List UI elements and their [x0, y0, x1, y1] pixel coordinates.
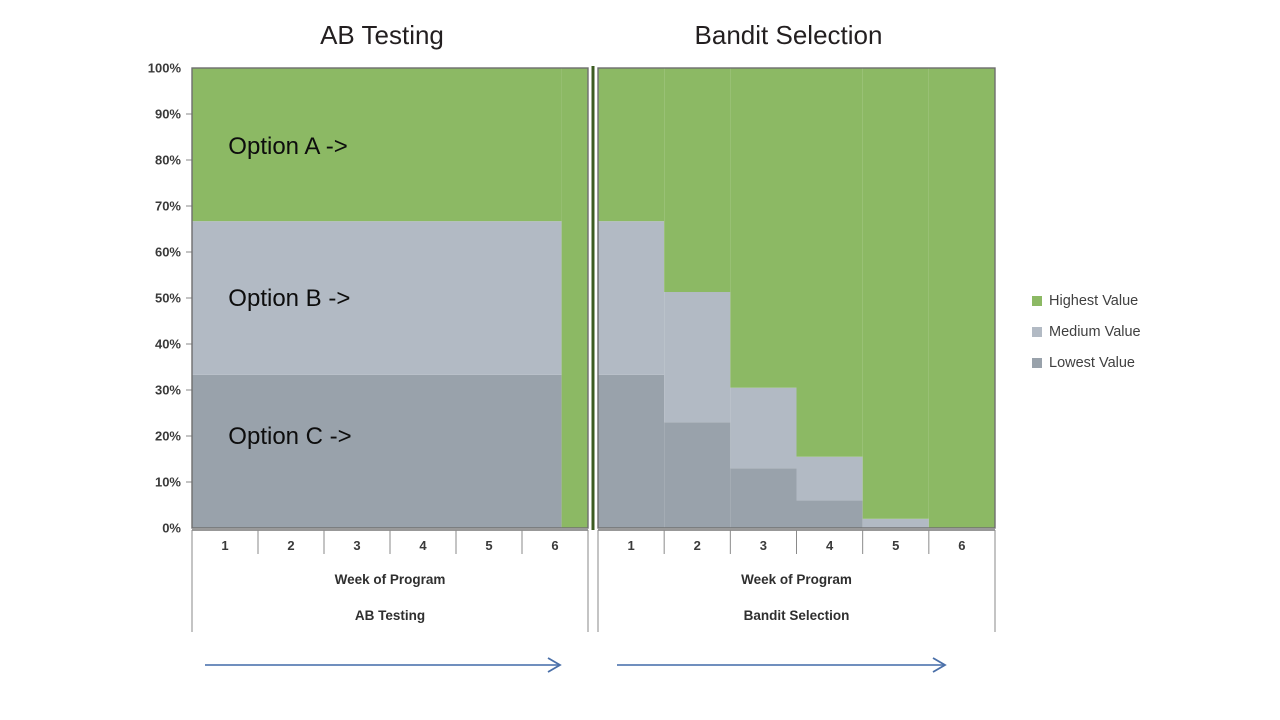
flow-arrow-bandit_selection [617, 657, 947, 673]
y-axis-tick-label: 50% [155, 291, 181, 306]
y-axis-tick-label: 20% [155, 429, 181, 444]
area-segment-highest [928, 68, 995, 528]
x-axis-tick-label: 5 [485, 538, 492, 553]
x-axis-tick-label: 2 [694, 538, 701, 553]
area-segment-medium [862, 518, 929, 528]
y-axis-tick-label: 80% [155, 153, 181, 168]
plot-area-border [191, 67, 589, 529]
area-segment-highest [664, 68, 731, 293]
flow-arrow-ab_testing [205, 657, 562, 673]
legend-item[interactable]: Highest Value [1032, 293, 1138, 309]
flow-arrow-group [205, 657, 947, 673]
x-axis-tick-label: 3 [760, 538, 767, 553]
y-axis-tick-label: 10% [155, 475, 181, 490]
series-annotation: Option C -> [228, 423, 351, 450]
x-axis-tick-label: 2 [287, 538, 294, 553]
area-segment-lowest [730, 468, 797, 528]
panel-title-bandit_selection: Bandit Selection [695, 20, 883, 50]
legend-label: Lowest Value [1049, 355, 1135, 371]
area-segment-lowest [192, 374, 562, 528]
area-segment-medium [730, 387, 797, 469]
y-axis-tick-label: 60% [155, 245, 181, 260]
x-axis-tick-label: 6 [958, 538, 965, 553]
legend-swatch [1032, 327, 1042, 337]
area-segment-lowest [796, 500, 863, 528]
area-segment-highest [561, 68, 588, 528]
area-segment-highest [796, 68, 863, 457]
y-axis-tick-label: 30% [155, 383, 181, 398]
series-annotation: Option A -> [228, 133, 347, 160]
x-axis-subtitle-ab_testing: AB Testing [355, 608, 425, 623]
x-axis-title-ab_testing: Week of Program [335, 572, 446, 587]
area-segment-highest [730, 68, 797, 388]
area-segment-highest [192, 68, 562, 222]
area-segment-lowest [598, 374, 665, 528]
x-axis-tick-label: 6 [551, 538, 558, 553]
y-axis-tick-label: 100% [148, 61, 182, 76]
flow-arrow-head-icon [932, 657, 947, 673]
area-segment-lowest [664, 422, 731, 528]
legend-item[interactable]: Medium Value [1032, 324, 1141, 340]
area-segment-medium [664, 292, 731, 423]
y-axis-tick-label: 40% [155, 337, 181, 352]
area-segment-highest [862, 68, 929, 519]
y-axis-tick-label: 70% [155, 199, 181, 214]
x-axis-tick-label: 4 [826, 538, 834, 553]
area-segment-medium [598, 221, 665, 375]
y-axis-tick-label: 90% [155, 107, 181, 122]
x-axis-tick-label: 5 [892, 538, 899, 553]
x-axis-tick-label: 4 [419, 538, 427, 553]
legend-item[interactable]: Lowest Value [1032, 355, 1135, 371]
legend-label: Medium Value [1049, 324, 1141, 340]
plot-area-border [597, 67, 996, 529]
x-axis-tick-label: 1 [221, 538, 228, 553]
x-axis-tick-label: 3 [353, 538, 360, 553]
legend-swatch [1032, 358, 1042, 368]
y-axis-tick-group: 0% 10% 20% 30% 40% 50% 60% 70% 80% 90% 100% [148, 61, 193, 536]
series-annotation: Option B -> [228, 285, 350, 312]
x-axis-title-bandit_selection: Week of Program [741, 572, 852, 587]
panel-title-ab_testing: AB Testing [320, 20, 444, 50]
area-segment-medium [192, 221, 562, 375]
x-axis-tick-label: 1 [627, 538, 634, 553]
x-axis-subtitle-bandit_selection: Bandit Selection [744, 608, 850, 623]
legend-swatch [1032, 296, 1042, 306]
legend-label: Highest Value [1049, 293, 1138, 309]
area-segment-medium [796, 456, 863, 501]
y-axis-tick-label: 0% [162, 521, 181, 536]
area-segment-highest [598, 68, 665, 222]
flow-arrow-head-icon [547, 657, 562, 673]
